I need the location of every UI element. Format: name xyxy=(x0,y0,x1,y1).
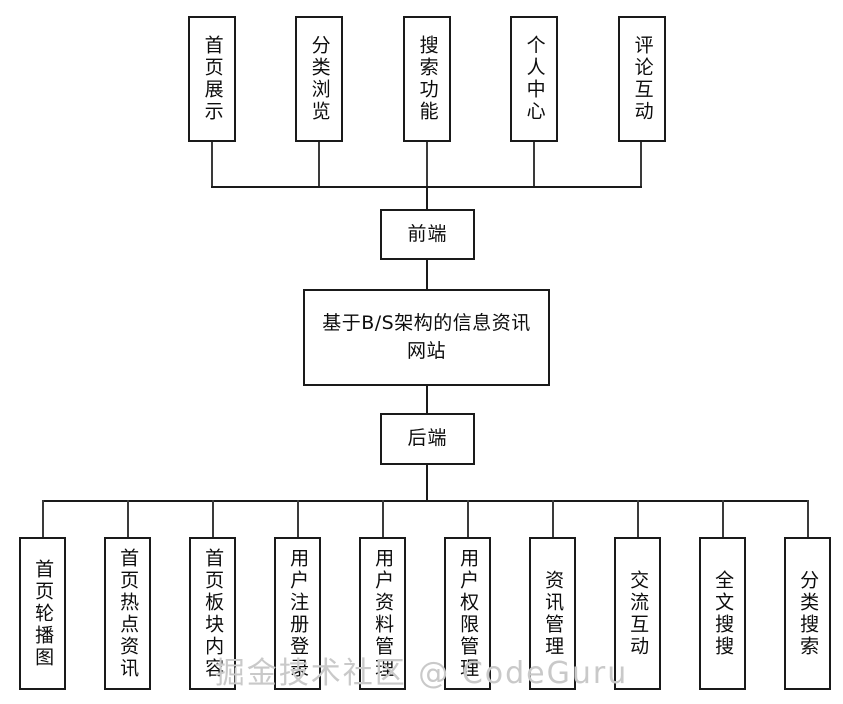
frontend-module-label-1: 首页展示 xyxy=(201,35,224,123)
backend-module-label-8: 交流互动 xyxy=(627,569,650,658)
connector-backend-bus xyxy=(42,500,808,502)
backend-module-label-9: 全文搜搜 xyxy=(712,569,735,658)
connector-backend-drop-5 xyxy=(382,500,384,538)
connector-frontend-to-center xyxy=(426,259,428,290)
backend-module-label-10: 分类搜索 xyxy=(797,569,820,658)
frontend-module-box-4[interactable]: 个人中心 xyxy=(510,16,558,142)
connector-backend-drop-6 xyxy=(467,500,469,538)
connector-backend-drop-3 xyxy=(212,500,214,538)
backend-module-box-2[interactable]: 首页热点资讯 xyxy=(104,537,151,690)
connector-backend-drop-7 xyxy=(552,500,554,538)
frontend-module-label-3: 搜索功能 xyxy=(416,35,439,123)
backend-module-label-3: 首页板块内容 xyxy=(202,547,225,680)
backend-module-box-5[interactable]: 用户资料管理 xyxy=(359,537,406,690)
connector-backend-drop-1 xyxy=(42,500,44,538)
backend-module-box-6[interactable]: 用户权限管理 xyxy=(444,537,491,690)
connector-backend-drop-10 xyxy=(807,500,809,538)
frontend-module-box-5[interactable]: 评论互动 xyxy=(618,16,666,142)
backend-node[interactable]: 后端 xyxy=(380,413,475,465)
backend-module-label-5: 用户资料管理 xyxy=(372,547,395,680)
frontend-node-label: 前端 xyxy=(407,222,448,245)
backend-module-label-2: 首页热点资讯 xyxy=(117,547,140,680)
connector-backend-drop-8 xyxy=(637,500,639,538)
frontend-module-box-2[interactable]: 分类浏览 xyxy=(295,16,343,142)
frontend-module-label-5: 评论互动 xyxy=(631,35,654,123)
backend-module-label-4: 用户注册登录 xyxy=(287,547,310,680)
connector-frontend-drop-3 xyxy=(426,142,428,188)
backend-module-label-7: 资讯管理 xyxy=(542,569,565,658)
backend-module-box-8[interactable]: 交流互动 xyxy=(614,537,661,690)
backend-module-box-10[interactable]: 分类搜索 xyxy=(784,537,831,690)
backend-module-box-1[interactable]: 首页轮播图 xyxy=(19,537,66,690)
frontend-module-label-2: 分类浏览 xyxy=(308,35,331,123)
connector-backend-drop-9 xyxy=(722,500,724,538)
backend-node-label: 后端 xyxy=(407,427,448,450)
connector-backend-drop-2 xyxy=(127,500,129,538)
backend-module-label-1: 首页轮播图 xyxy=(32,558,55,669)
backend-module-box-7[interactable]: 资讯管理 xyxy=(529,537,576,690)
connector-frontend-drop-2 xyxy=(318,142,320,188)
connector-frontend-drop-1 xyxy=(211,142,213,188)
frontend-module-box-1[interactable]: 首页展示 xyxy=(188,16,236,142)
connector-frontend-drop-5 xyxy=(640,142,642,188)
connector-center-to-backend xyxy=(426,385,428,414)
system-center-label: 基于B/S架构的信息资讯网站 xyxy=(322,311,531,362)
frontend-node[interactable]: 前端 xyxy=(380,209,475,260)
connector-frontend-drop-4 xyxy=(533,142,535,188)
backend-module-box-4[interactable]: 用户注册登录 xyxy=(274,537,321,690)
frontend-module-box-3[interactable]: 搜索功能 xyxy=(403,16,451,142)
backend-module-box-3[interactable]: 首页板块内容 xyxy=(189,537,236,690)
connector-backend-to-bus xyxy=(426,464,428,501)
connector-bus-to-frontend xyxy=(426,186,428,211)
system-center-node[interactable]: 基于B/S架构的信息资讯网站 xyxy=(303,289,550,386)
backend-module-box-9[interactable]: 全文搜搜 xyxy=(699,537,746,690)
backend-module-label-6: 用户权限管理 xyxy=(457,547,480,680)
frontend-module-label-4: 个人中心 xyxy=(523,35,546,123)
connector-backend-drop-4 xyxy=(297,500,299,538)
